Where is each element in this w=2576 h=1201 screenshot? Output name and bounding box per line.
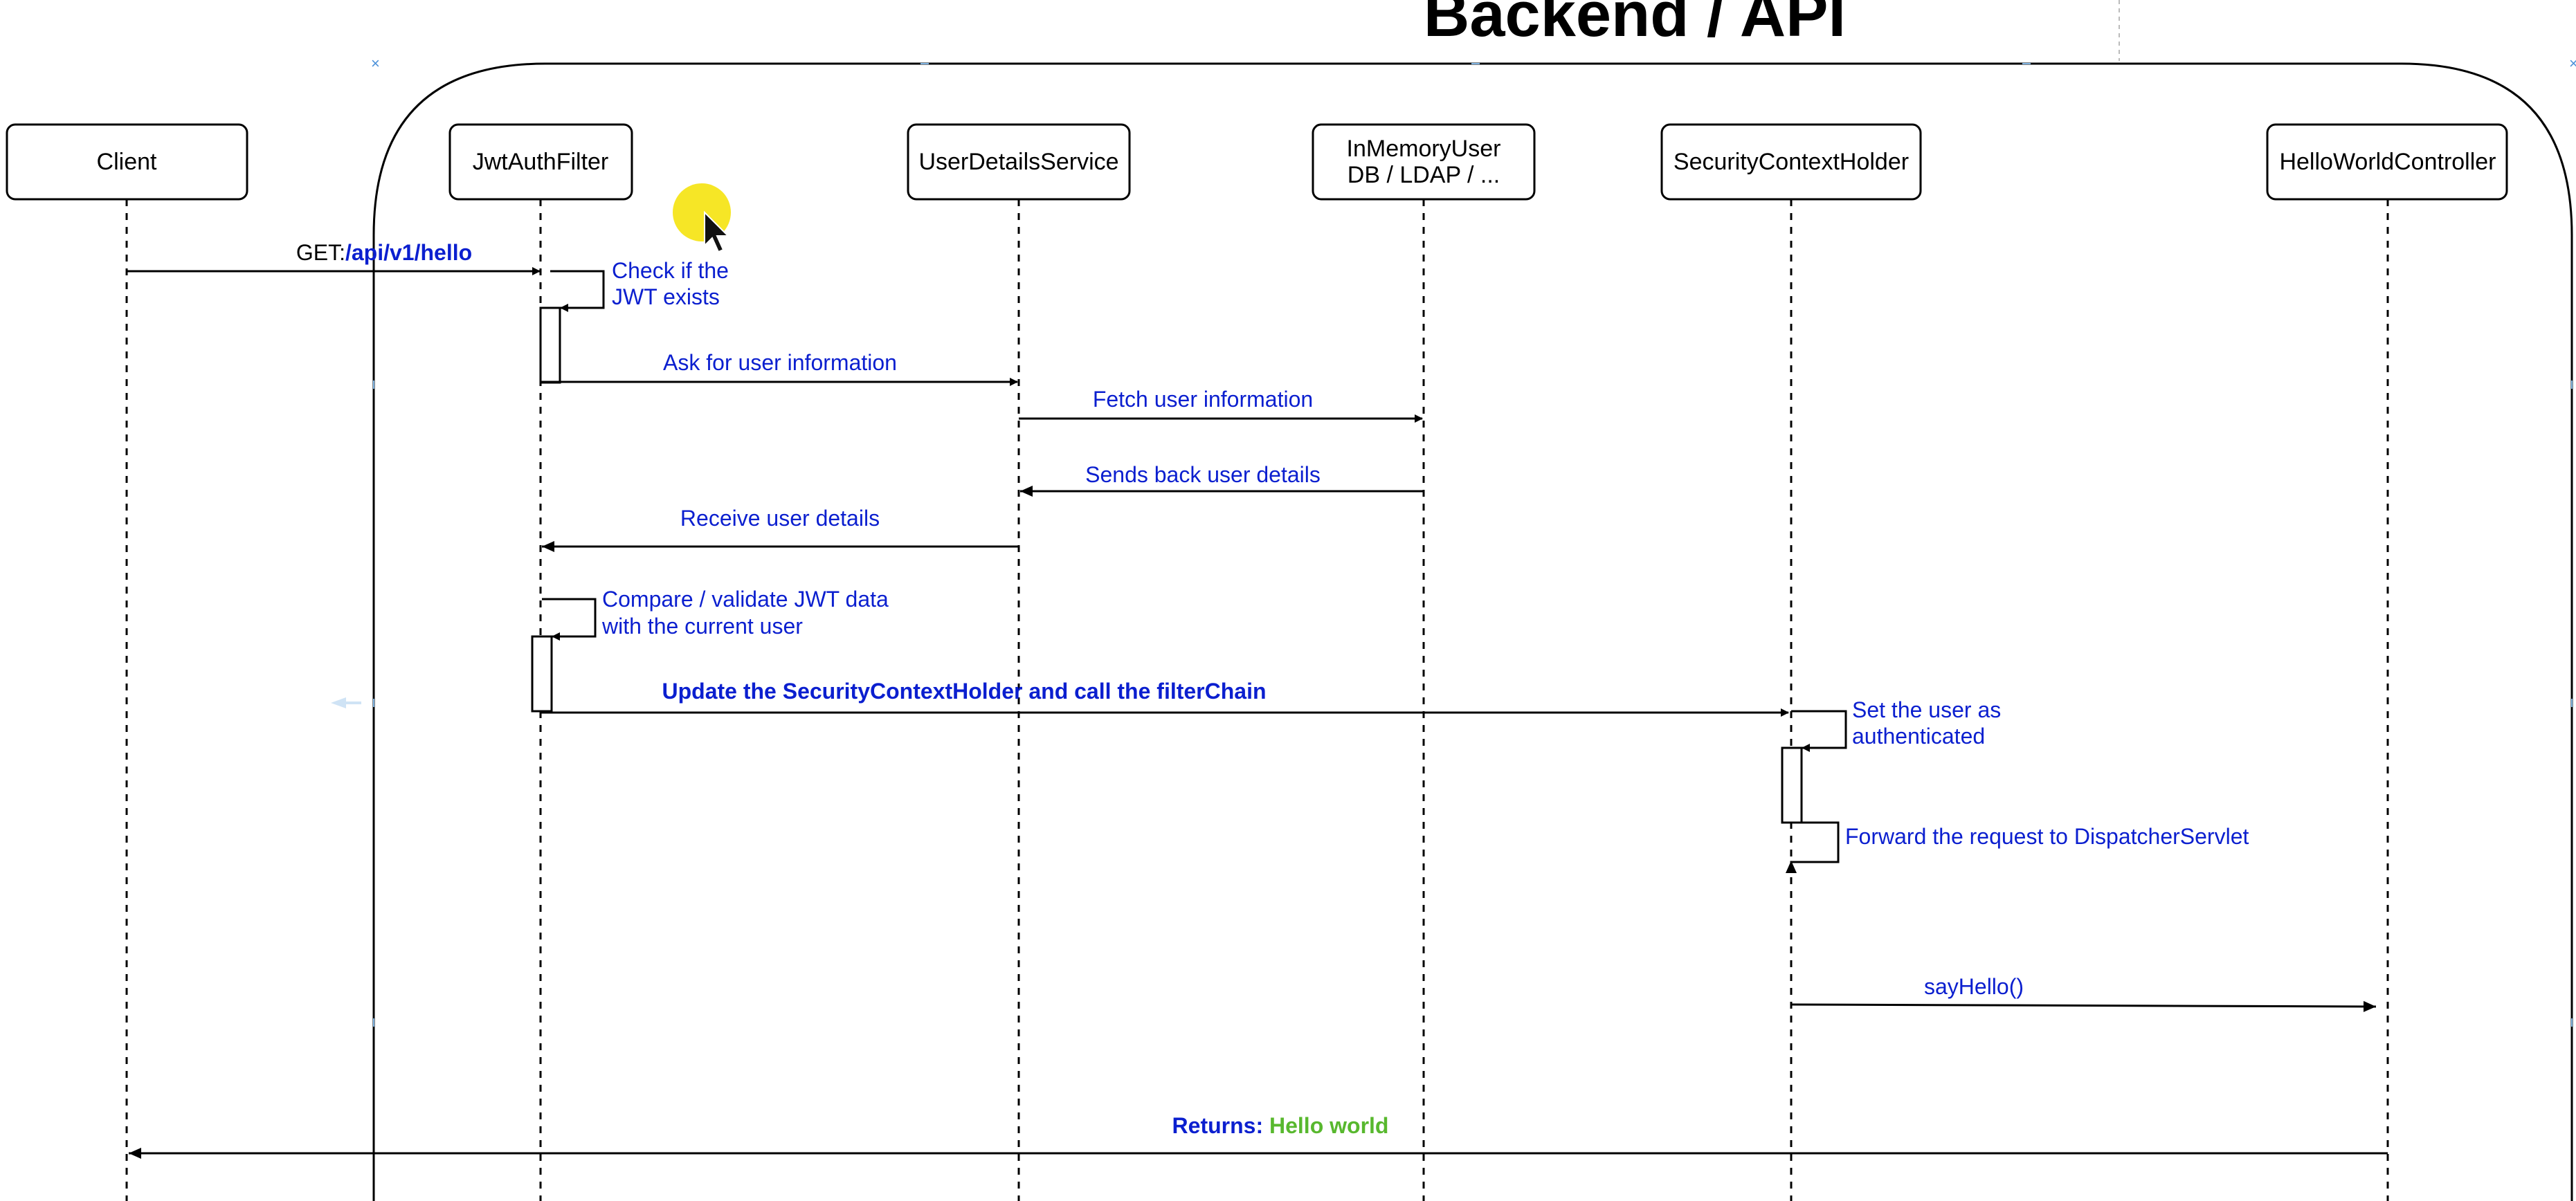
actor-label: Client: [97, 149, 157, 175]
actor-label-line-1: InMemoryUser: [1347, 136, 1501, 162]
actor-label: JwtAuthFilter: [473, 149, 609, 175]
pointer-arrow-icon: [704, 210, 730, 253]
actor-securitycontextholder[interactable]: SecurityContextHolder: [1660, 123, 1922, 201]
message-label: Fetch user information: [1093, 387, 1313, 412]
message-label-line-2: authenticated: [1852, 724, 1985, 749]
message-get-request[interactable]: GET:/api/v1/hello: [127, 240, 541, 275]
actor-label-line-2: DB / LDAP / ...: [1348, 162, 1500, 188]
message-check-jwt[interactable]: Check if the JWT exists: [550, 258, 729, 312]
message-returns-hello[interactable]: Returns: Hello world: [129, 1113, 2388, 1159]
actor-label: SecurityContextHolder: [1674, 149, 1909, 175]
mouse-cursor: [673, 183, 731, 253]
actor-helloworldcontroller[interactable]: HelloWorldController: [2266, 123, 2508, 201]
message-label: GET:/api/v1/hello: [296, 240, 472, 265]
message-label-line-2: JWT exists: [612, 284, 720, 309]
actor-inmemoryuser[interactable]: InMemoryUser DB / LDAP / ...: [1312, 123, 1536, 201]
message-update-context[interactable]: Update the SecurityContextHolder and cal…: [541, 679, 1789, 717]
message-label-line-1: Check if the: [612, 258, 729, 283]
actor-client[interactable]: Client: [6, 123, 248, 201]
message-ask-user-info[interactable]: Ask for user information: [541, 350, 1018, 386]
actor-label: HelloWorldController: [2279, 149, 2496, 175]
activation-sch-1[interactable]: [1781, 746, 1803, 824]
message-set-authenticated[interactable]: Set the user as authenticated: [1791, 697, 2001, 752]
message-send-back-details[interactable]: Sends back user details: [1020, 462, 1424, 497]
message-label-line-2: with the current user: [601, 614, 803, 639]
message-label: sayHello(): [1924, 974, 2024, 999]
message-validate-jwt[interactable]: Compare / validate JWT data with the cur…: [542, 587, 889, 641]
message-forward-request[interactable]: Forward the request to DispatcherServlet: [1786, 821, 2249, 873]
actor-jwtauthfilter[interactable]: JwtAuthFilter: [448, 123, 633, 201]
message-label: Update the SecurityContextHolder and cal…: [662, 679, 1266, 704]
handle-top-right[interactable]: ×: [2569, 55, 2576, 72]
diagram-title: Backend / API: [1424, 0, 1846, 50]
message-label: Returns: Hello world: [1172, 1113, 1389, 1138]
activation-jwt-2[interactable]: [531, 635, 553, 713]
message-label: Sends back user details: [1085, 462, 1321, 487]
message-label-line-1: Set the user as: [1852, 697, 2001, 722]
actor-userdetailsservice[interactable]: UserDetailsService: [907, 123, 1131, 201]
activation-jwt-1[interactable]: [539, 306, 561, 384]
message-label-line-1: Compare / validate JWT data: [602, 587, 889, 612]
message-label: Receive user details: [680, 506, 880, 531]
message-label: Forward the request to DispatcherServlet: [1845, 824, 2249, 849]
actor-label: UserDetailsService: [918, 149, 1118, 175]
message-say-hello[interactable]: sayHello(): [1790, 974, 2377, 1012]
connection-arrow-icon[interactable]: [331, 697, 361, 708]
message-fetch-user-info[interactable]: Fetch user information: [1019, 387, 1423, 423]
handle-top-left[interactable]: ×: [371, 55, 380, 72]
message-label: Ask for user information: [663, 350, 897, 375]
message-receive-details[interactable]: Receive user details: [542, 506, 1019, 552]
frame-selection-handles[interactable]: × ×: [331, 55, 2576, 1027]
